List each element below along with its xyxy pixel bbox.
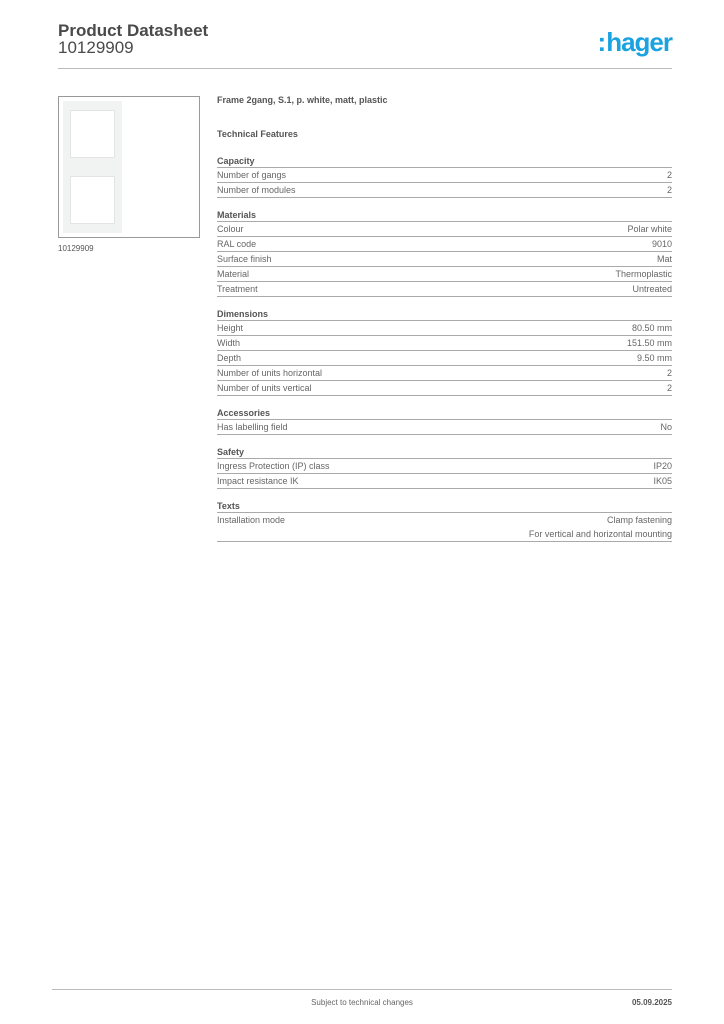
spec-value: IK05 (653, 476, 672, 486)
spec-value: Polar white (627, 224, 672, 234)
spec-label: Width (217, 338, 241, 348)
spec-label: Installation mode (217, 515, 286, 525)
spec-label: Number of units horizontal (217, 368, 323, 378)
spec-row: Has labelling field No (217, 420, 672, 435)
spec-label: Impact resistance IK (217, 476, 299, 486)
technical-features-heading: Technical Features (217, 129, 298, 139)
footer-date: 05.09.2025 (631, 998, 672, 1007)
spec-label: Surface finish (217, 254, 272, 264)
spec-row: Impact resistance IK IK05 (217, 474, 672, 489)
section-heading: Safety (217, 445, 672, 459)
spec-label: RAL code (217, 239, 257, 249)
spec-row: Material Thermoplastic (217, 267, 672, 282)
spec-value: Mat (656, 254, 672, 264)
spec-value: 80.50 mm (631, 323, 672, 333)
section-heading: Accessories (217, 406, 672, 420)
spec-label: Number of gangs (217, 170, 287, 180)
hager-logo: :hager (597, 27, 673, 57)
footer-note: Subject to technical changes (311, 998, 413, 1007)
spec-row: Number of units vertical 2 (217, 381, 672, 396)
spec-value: IP20 (653, 461, 672, 471)
spec-row: Depth 9.50 mm (217, 351, 672, 366)
spec-value: Clamp fastening For vertical and horizon… (528, 515, 672, 539)
spec-row: Ingress Protection (IP) class IP20 (217, 459, 672, 474)
spec-row: Height 80.50 mm (217, 321, 672, 336)
section-heading: Capacity (217, 154, 672, 168)
spec-value: 9010 (651, 239, 672, 249)
footer-divider (52, 989, 672, 990)
frame-picture (63, 101, 122, 233)
spec-value: 151.50 mm (626, 338, 672, 348)
image-caption: 10129909 (58, 244, 94, 253)
spec-value: Untreated (632, 284, 672, 294)
spec-label: Colour (217, 224, 244, 234)
spec-row: Surface finish Mat (217, 252, 672, 267)
page-title: Product Datasheet (58, 21, 209, 40)
spec-label: Number of units vertical (217, 383, 312, 393)
spec-value: No (660, 422, 672, 432)
spec-row: Number of gangs 2 (217, 168, 672, 183)
section-heading: Texts (217, 499, 672, 513)
spec-label: Material (217, 269, 250, 279)
spec-label: Treatment (217, 284, 258, 294)
frame-opening (70, 176, 115, 224)
spec-label: Height (217, 323, 244, 333)
spec-label: Has labelling field (217, 422, 288, 432)
spec-value: 2 (666, 368, 672, 378)
spec-value: Thermoplastic (615, 269, 672, 279)
section-heading: Materials (217, 208, 672, 222)
header-divider (58, 68, 672, 69)
spec-value: 9.50 mm (636, 353, 672, 363)
section-heading: Dimensions (217, 307, 672, 321)
spec-row: Installation mode Clamp fastening For ver… (217, 513, 672, 542)
spec-value: 2 (666, 383, 672, 393)
spec-label: Depth (217, 353, 242, 363)
product-image (58, 96, 200, 238)
frame-opening (70, 110, 115, 158)
product-title: Frame 2gang, S.1, p. white, matt, plasti… (217, 95, 388, 105)
spec-row: Treatment Untreated (217, 282, 672, 297)
spec-label: Ingress Protection (IP) class (217, 461, 330, 471)
spec-row: Colour Polar white (217, 222, 672, 237)
spec-row: Number of units horizontal 2 (217, 366, 672, 381)
spec-value: 2 (666, 185, 672, 195)
spec-row: Width 151.50 mm (217, 336, 672, 351)
spec-row: Number of modules 2 (217, 183, 672, 198)
product-number: 10129909 (58, 38, 134, 57)
spec-row: RAL code 9010 (217, 237, 672, 252)
spec-label: Number of modules (217, 185, 296, 195)
spec-value: 2 (666, 170, 672, 180)
